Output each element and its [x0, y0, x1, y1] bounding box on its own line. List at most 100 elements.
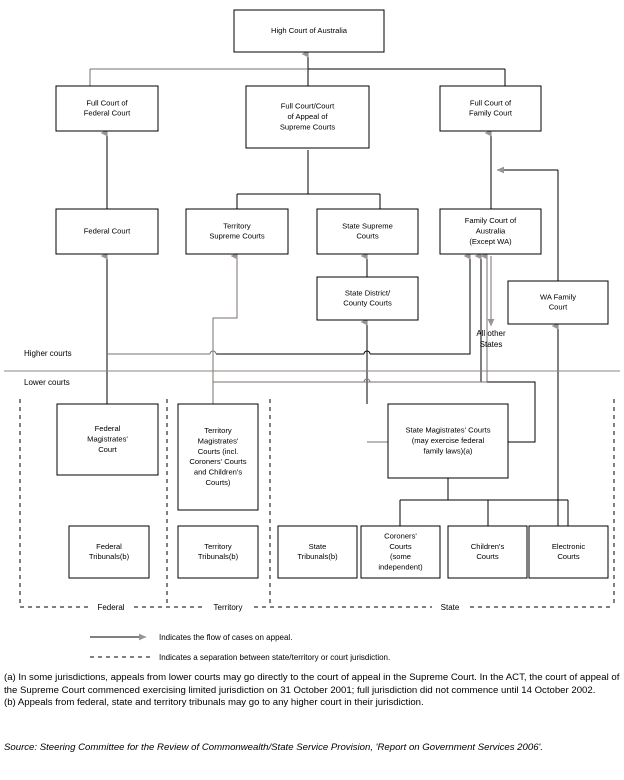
node-label-territory-magistrates: Magistrates'	[198, 436, 239, 445]
footnote-a: (a) In some jurisdictions, appeals from …	[4, 672, 620, 696]
node-label-territory-magistrates: Courts (incl.	[198, 447, 239, 456]
source-note: Source: Steering Committee for the Revie…	[4, 742, 544, 753]
node-box-childrens-courts[interactable]	[447, 525, 528, 579]
node-box-full-court-appeal-supreme[interactable]	[245, 85, 370, 149]
connector-lines	[4, 50, 620, 526]
node-box-wa-family-court[interactable]	[507, 280, 609, 325]
node-high-court[interactable]: High Court of Australia	[233, 9, 385, 53]
node-box-state-magistrates[interactable]	[387, 403, 509, 479]
node-label-coroners-courts: (some	[390, 552, 411, 561]
node-label-territory-supreme: Territory	[223, 221, 251, 230]
node-box-state-tribunals[interactable]	[277, 525, 358, 579]
node-label-state-tribunals: Tribunals(b)	[297, 552, 338, 561]
node-label-full-court-appeal-supreme: of Appeal of	[287, 112, 328, 121]
node-label-high-court: High Court of Australia	[271, 26, 348, 35]
node-label-territory-magistrates: and Children's	[194, 468, 243, 477]
node-box-state-supreme[interactable]	[316, 208, 419, 255]
node-label-family-court-australia: Australia	[476, 227, 506, 236]
node-box-family-court-australia[interactable]	[439, 208, 542, 255]
node-state-district-county[interactable]: State District/County Courts	[316, 276, 419, 321]
jurisdiction-label-state: State	[441, 603, 460, 612]
node-label-state-magistrates: State Magistrates' Courts	[405, 426, 490, 435]
node-box-full-court-federal[interactable]	[55, 85, 159, 132]
node-box-territory-magistrates[interactable]	[177, 403, 259, 511]
node-label-full-court-appeal-supreme: Full Court/Court	[281, 102, 335, 111]
footnote-b: (b) Appeals from federal, state and terr…	[4, 697, 424, 709]
legend: Indicates the flow of cases on appeal. I…	[90, 633, 390, 662]
node-box-federal-tribunals[interactable]	[68, 525, 150, 579]
annotation-all-other-states: States	[480, 340, 503, 349]
line-hop-state	[363, 350, 371, 355]
line-hop-lower-state	[363, 378, 371, 383]
node-label-coroners-courts: Coroners'	[384, 531, 417, 540]
node-label-state-magistrates: (may exercise federal	[412, 436, 485, 445]
node-coroners-courts[interactable]: Coroners' Courts(some independent)	[360, 525, 441, 579]
node-label-territory-magistrates: Territory	[204, 426, 232, 435]
tier-label-higher-courts: Higher courts	[24, 349, 72, 358]
node-box-territory-tribunals[interactable]	[177, 525, 259, 579]
node-label-federal-magistrates: Magistrates'	[87, 435, 128, 444]
node-label-state-magistrates: family laws)(a)	[424, 446, 473, 455]
node-label-childrens-courts: Courts	[476, 552, 499, 561]
node-federal-court[interactable]: Federal Court	[55, 208, 159, 255]
higher-courts-rail-c	[370, 252, 471, 355]
node-label-full-court-appeal-supreme: Supreme Courts	[280, 122, 335, 131]
legend-label-arrow: Indicates the flow of cases on appeal.	[159, 633, 292, 642]
node-label-coroners-courts: Courts	[389, 542, 412, 551]
node-label-federal-magistrates: Federal	[95, 424, 121, 433]
node-label-electronic-courts: Courts	[557, 552, 580, 561]
node-label-federal-magistrates: Court	[98, 445, 117, 454]
node-label-federal-tribunals: Tribunals(b)	[89, 552, 130, 561]
node-label-territory-supreme: Supreme Courts	[209, 232, 264, 241]
edge-state-mag-to-family-court	[474, 252, 536, 443]
node-label-territory-tribunals: Territory	[204, 542, 232, 551]
legend-label-dashed: Indicates a separation between state/ter…	[159, 653, 390, 662]
node-label-state-district-county: County Courts	[343, 299, 392, 308]
node-label-family-court-australia: (Except WA)	[469, 237, 512, 246]
node-label-childrens-courts: Children's	[471, 542, 505, 551]
node-label-electronic-courts: Electronic	[552, 542, 586, 551]
edge-territory-magistrates-to-supreme	[212, 252, 238, 404]
node-box-federal-magistrates[interactable]	[56, 403, 159, 476]
node-state-magistrates[interactable]: State Magistrates' Courts(may exercise f…	[387, 403, 509, 479]
node-label-full-court-family: Full Court of	[470, 98, 512, 107]
line-hop-territory	[209, 350, 217, 355]
node-label-territory-magistrates: Coroners' Courts	[189, 457, 246, 466]
node-label-federal-court: Federal Court	[84, 227, 131, 236]
node-box-full-court-family[interactable]	[439, 85, 542, 132]
node-box-high-court[interactable]	[233, 9, 385, 53]
node-box-electronic-courts[interactable]	[528, 525, 609, 579]
node-label-federal-tribunals: Federal	[96, 542, 122, 551]
node-label-state-supreme: State Supreme	[342, 221, 393, 230]
node-label-state-district-county: State District/	[345, 288, 391, 297]
node-label-wa-family-court: WA Family	[540, 292, 576, 301]
node-label-territory-tribunals: Tribunals(b)	[198, 552, 239, 561]
jurisdiction-label-territory: Territory	[214, 603, 243, 612]
node-box-territory-supreme[interactable]	[185, 208, 289, 255]
annotation-all-other-states: All other	[476, 329, 506, 338]
node-box-coroners-courts[interactable]	[360, 525, 441, 579]
node-label-state-supreme: Courts	[356, 232, 379, 241]
node-label-coroners-courts: independent)	[378, 563, 423, 572]
node-box-state-district-county[interactable]	[316, 276, 419, 321]
node-box-federal-court[interactable]	[55, 208, 159, 255]
footnotes-block: (a) In some jurisdictions, appeals from …	[4, 672, 620, 710]
